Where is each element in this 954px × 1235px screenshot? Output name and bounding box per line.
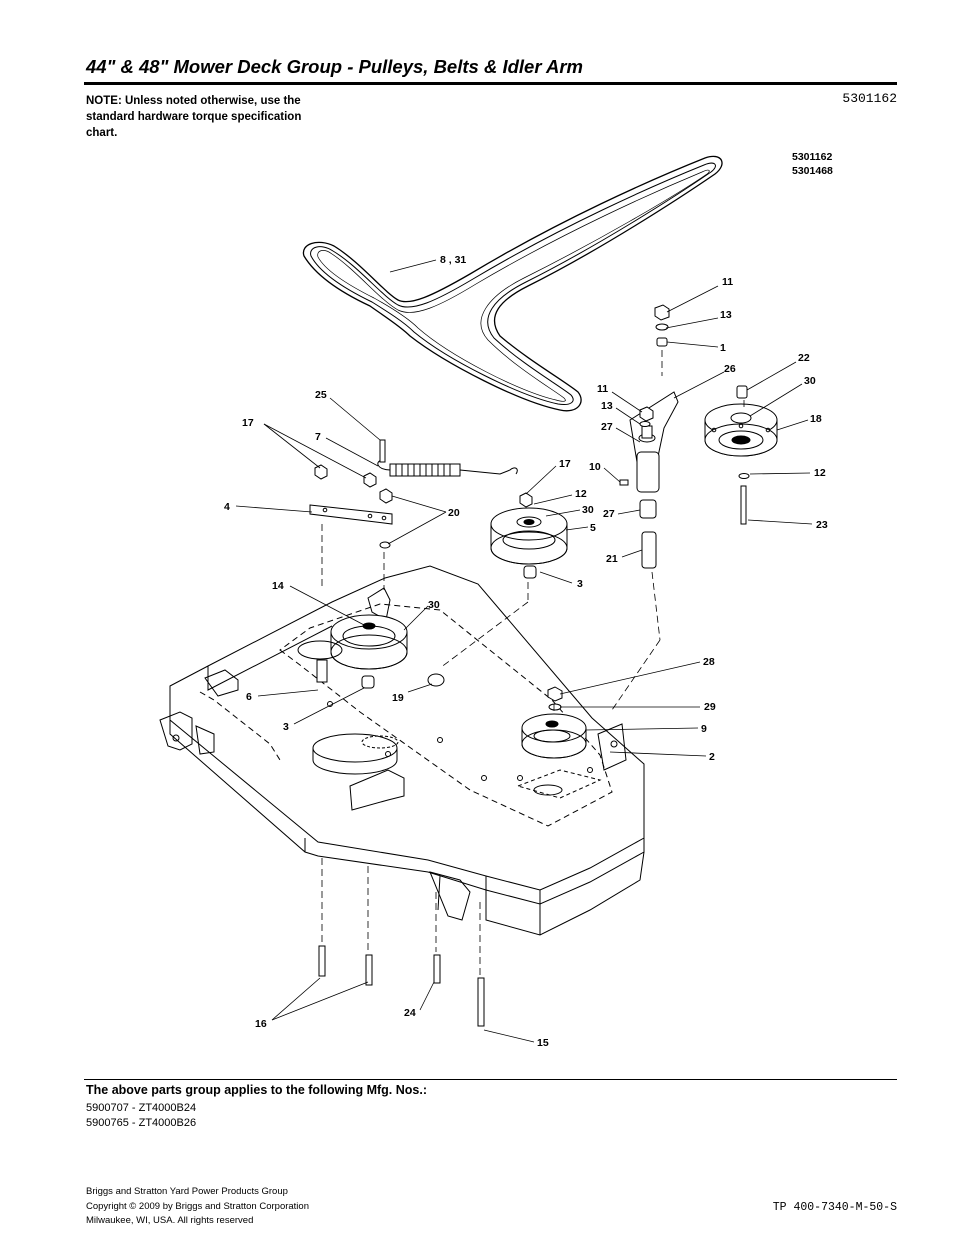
tp-number: TP 400-7340-M-50-S [772,1201,897,1214]
page-title: 44" & 48" Mower Deck Group - Pulleys, Be… [86,56,583,77]
torque-note: NOTE: Unless noted otherwise, use the st… [86,95,302,139]
idler-arm [629,391,679,569]
pulley-9 [521,713,587,759]
callout: 19 [392,692,404,704]
mfg-number: 5900707 - ZT4000B24 [86,1102,197,1114]
doc-number: 5301162 [842,91,897,106]
callout: 12 [575,488,587,500]
callout: 3 [577,578,583,590]
pulley-18 [704,403,778,457]
callout: 24 [404,1007,416,1019]
callout: 30 [804,375,816,387]
hardware [314,304,750,1027]
spring-and-bracket [309,459,518,525]
applies-heading: The above parts group applies to the fol… [86,1083,427,1097]
callout: 4 [224,501,230,513]
callout: 7 [315,431,321,443]
ref-number: 5301468 [792,165,833,177]
pulley-5 [490,507,568,565]
footer-line: Copyright © 2009 by Briggs and Stratton … [86,1200,309,1212]
callout: 29 [704,701,716,713]
assembly-lines [321,350,745,976]
callout: 27 [601,421,613,433]
callout: 15 [537,1037,549,1049]
callout: 11 [597,383,608,395]
callout: 18 [810,413,822,425]
callout: 6 [246,691,252,703]
callout: 3 [283,721,289,733]
callout: 21 [606,553,618,565]
callout: 10 [589,461,601,473]
mower-deck [159,565,645,936]
belt [302,155,723,412]
callout: 25 [315,389,327,401]
callout: 28 [703,656,715,668]
callout: 30 [582,504,594,516]
callout: 23 [816,519,828,531]
callout: 11 [722,276,733,288]
callout: 26 [724,363,736,375]
callout: 22 [798,352,810,364]
callout: 16 [255,1018,267,1030]
callout: 14 [272,580,284,592]
mfg-number: 5900765 - ZT4000B26 [86,1117,197,1129]
callout: 13 [720,309,732,321]
callout: 9 [701,723,707,735]
callout: 20 [448,507,460,519]
footer-line: Briggs and Stratton Yard Power Products … [86,1186,288,1197]
callout: 17 [559,458,571,470]
pulley-14 [297,614,408,670]
callout: 27 [603,508,615,520]
callout: 17 [242,417,254,429]
footer-company: Briggs and Stratton Yard Power Products … [86,1185,309,1229]
callout: 13 [601,400,613,412]
ref-number: 5301162 [792,151,832,163]
footer-line: Milwaukee, WI, USA. All rights reserved [86,1215,254,1226]
leader-lines [235,259,813,1043]
callout: 2 [709,751,715,763]
callout: 1 [720,342,726,354]
callout: 12 [814,467,826,479]
callout: 30 [428,599,440,611]
title-rule [84,82,897,85]
applies-rule [84,1079,897,1080]
callout: 5 [590,522,596,534]
callouts: 8 , 31 11 13 1 22 30 26 11 13 18 27 25 1… [224,254,828,1049]
callout: 8 , 31 [440,254,466,266]
